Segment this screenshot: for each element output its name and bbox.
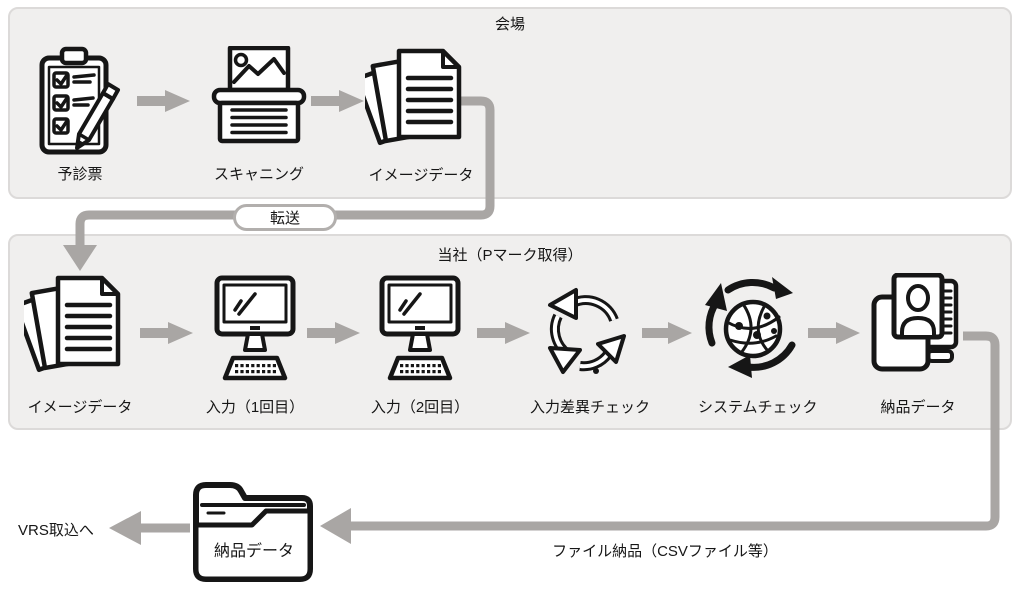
left-arrowhead-icon <box>320 508 351 544</box>
documents-stack-icon <box>24 272 136 386</box>
scanner-icon <box>206 46 312 156</box>
step-label: イメージデータ <box>368 167 474 184</box>
left-arrowhead-icon <box>109 511 141 545</box>
transfer-pill: 転送 <box>233 204 337 231</box>
step-input-1: 入力（1回目） <box>203 274 307 422</box>
step-label: スキャニング <box>213 166 304 183</box>
step-diff-check: 入力差異チェック <box>530 278 651 423</box>
documents-stack-icon <box>365 45 477 159</box>
step-label: 入力（2回目） <box>370 399 470 416</box>
venue-section-title: 会場 <box>494 16 525 33</box>
desktop-computer-icon <box>370 274 470 386</box>
folder-delivery-data: 納品データ <box>188 467 320 587</box>
step-label: システムチェック <box>698 399 818 416</box>
step-label: 予診票 <box>57 166 103 183</box>
company-section-title: 当社（Pマーク取得） <box>437 247 583 264</box>
folder-label: 納品データ <box>213 543 294 560</box>
step-questionnaire: 予診票 <box>30 46 130 191</box>
step-label: イメージデータ <box>27 399 133 416</box>
step-input-2: 入力（2回目） <box>368 274 472 422</box>
step-system-check: システムチェック <box>698 273 818 423</box>
step-image-data-venue: イメージデータ <box>363 45 479 195</box>
company-section: 当社（Pマーク取得） <box>8 234 1012 430</box>
venue-section: 会場 <box>8 7 1012 199</box>
vrs-destination-label: VRS取込へ <box>18 522 94 539</box>
step-label: 入力差異チェック <box>530 399 651 416</box>
globe-network-icon <box>700 273 806 387</box>
step-label: 納品データ <box>880 399 956 416</box>
folder-icon <box>188 467 320 587</box>
sync-arrows-icon <box>532 278 644 386</box>
step-delivery-data: 納品データ <box>866 273 970 423</box>
step-scanning: スキャニング <box>204 46 314 191</box>
transfer-pill-label: 転送 <box>269 210 300 227</box>
desktop-computer-icon <box>205 274 305 386</box>
clipboard-checklist-icon <box>36 46 124 158</box>
id-card-stack-icon <box>868 273 968 385</box>
step-image-data-company: イメージデータ <box>22 272 138 422</box>
file-delivery-label: ファイル納品（CSVファイル等） <box>552 543 778 560</box>
step-label: 入力（1回目） <box>205 399 305 416</box>
